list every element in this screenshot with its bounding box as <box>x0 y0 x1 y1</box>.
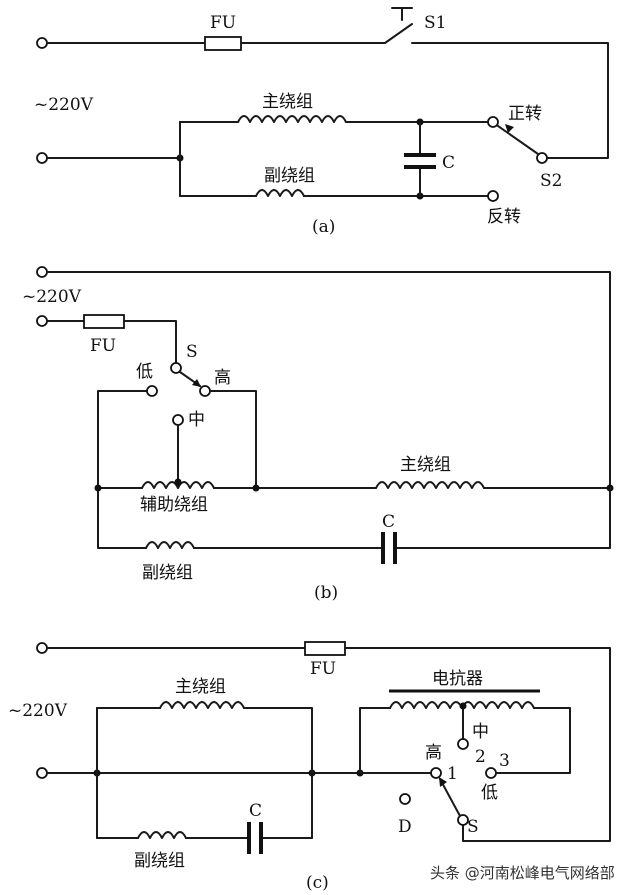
supply-c-label: ~220V <box>8 701 68 721</box>
aux-winding-c <box>137 831 187 839</box>
high-contact-b <box>199 385 211 397</box>
high-label-c: 高 <box>425 743 442 763</box>
main-winding-c <box>159 701 245 709</box>
low-contact-c <box>485 767 497 779</box>
forward-contact-a <box>487 116 499 128</box>
terminal-b-top <box>36 266 48 278</box>
diagram-b: ~220V FU S 低 高 中 辅助绕组 主绕组 C <box>22 266 614 603</box>
main-winding-a-label: 主绕组 <box>262 92 313 112</box>
fuse-b-label: FU <box>90 336 116 356</box>
reverse-contact-a <box>487 190 499 202</box>
forward-label-a: 正转 <box>508 104 542 124</box>
pos3-label-c: 3 <box>499 751 510 771</box>
helper-winding-b-label: 辅助绕组 <box>140 495 208 515</box>
aux-winding-a <box>255 189 305 197</box>
main-winding-a <box>237 115 347 123</box>
caption-b: (b) <box>314 583 338 603</box>
aux-winding-b-label: 副绕组 <box>142 563 193 583</box>
capacitor-a-label: C <box>442 153 455 173</box>
switch-s1-label: S1 <box>424 13 446 33</box>
high-contact-c <box>430 767 442 779</box>
supply-b-label: ~220V <box>22 287 82 307</box>
main-winding-b <box>375 481 485 489</box>
diagram-a: FU S1 ~220V C S2 主绕组 副绕组 正转 反转 (a) <box>34 7 609 237</box>
off-contact-c <box>399 793 411 805</box>
fuse-a-label: FU <box>210 13 236 33</box>
capacitor-c <box>247 822 263 854</box>
reactor-label: 电抗器 <box>432 669 483 689</box>
pos1-label-c: 1 <box>447 764 458 784</box>
switch-b-label: S <box>186 342 198 362</box>
caption-c: (c) <box>306 873 329 893</box>
terminal-a-bottom <box>36 152 48 164</box>
off-label-c: D <box>398 817 412 837</box>
switch-s2-pivot <box>536 152 548 164</box>
capacitor-b-label: C <box>382 512 395 532</box>
mid-label-b: 中 <box>188 410 205 430</box>
terminal-b-bottom <box>36 315 48 327</box>
low-label-c: 低 <box>481 783 498 803</box>
supply-a-label: ~220V <box>34 95 94 115</box>
capacitor-c-label: C <box>249 801 262 821</box>
aux-winding-a-label: 副绕组 <box>264 166 315 186</box>
high-label-b: 高 <box>214 368 231 388</box>
main-winding-b-label: 主绕组 <box>400 455 451 475</box>
fuse-c <box>304 641 346 656</box>
watermark: 头条 @河南松峰电气网络部 <box>430 864 615 882</box>
terminal-c-top <box>36 642 48 654</box>
mid-label-c: 中 <box>472 722 489 742</box>
main-winding-c-label: 主绕组 <box>175 677 226 697</box>
diagram-c: FU ~220V 主绕组 C 副绕组 电抗器 <box>8 641 611 893</box>
mid-contact-b <box>172 414 184 426</box>
switch-c-pivot <box>457 814 469 826</box>
capacitor-b <box>381 532 397 564</box>
switch-c-label: S <box>467 817 479 837</box>
fuse-b <box>83 314 125 329</box>
caption-a: (a) <box>312 217 335 237</box>
capacitor-a <box>404 153 436 169</box>
low-contact-b <box>146 385 158 397</box>
terminal-a-top <box>36 37 48 49</box>
switch-b-pivot <box>170 362 182 374</box>
low-label-b: 低 <box>136 362 153 382</box>
terminal-c-bottom <box>36 767 48 779</box>
aux-winding-b <box>145 541 195 549</box>
switch-s1-button <box>391 7 413 21</box>
fuse-a <box>204 36 242 51</box>
fuse-c-label: FU <box>310 659 336 679</box>
helper-winding-b <box>141 481 215 489</box>
switch-s2-label: S2 <box>540 171 562 191</box>
pos2-label-c: 2 <box>475 747 486 767</box>
mid-contact-c <box>457 738 469 750</box>
aux-winding-c-label: 副绕组 <box>134 851 185 871</box>
reverse-label-a: 反转 <box>487 207 521 227</box>
